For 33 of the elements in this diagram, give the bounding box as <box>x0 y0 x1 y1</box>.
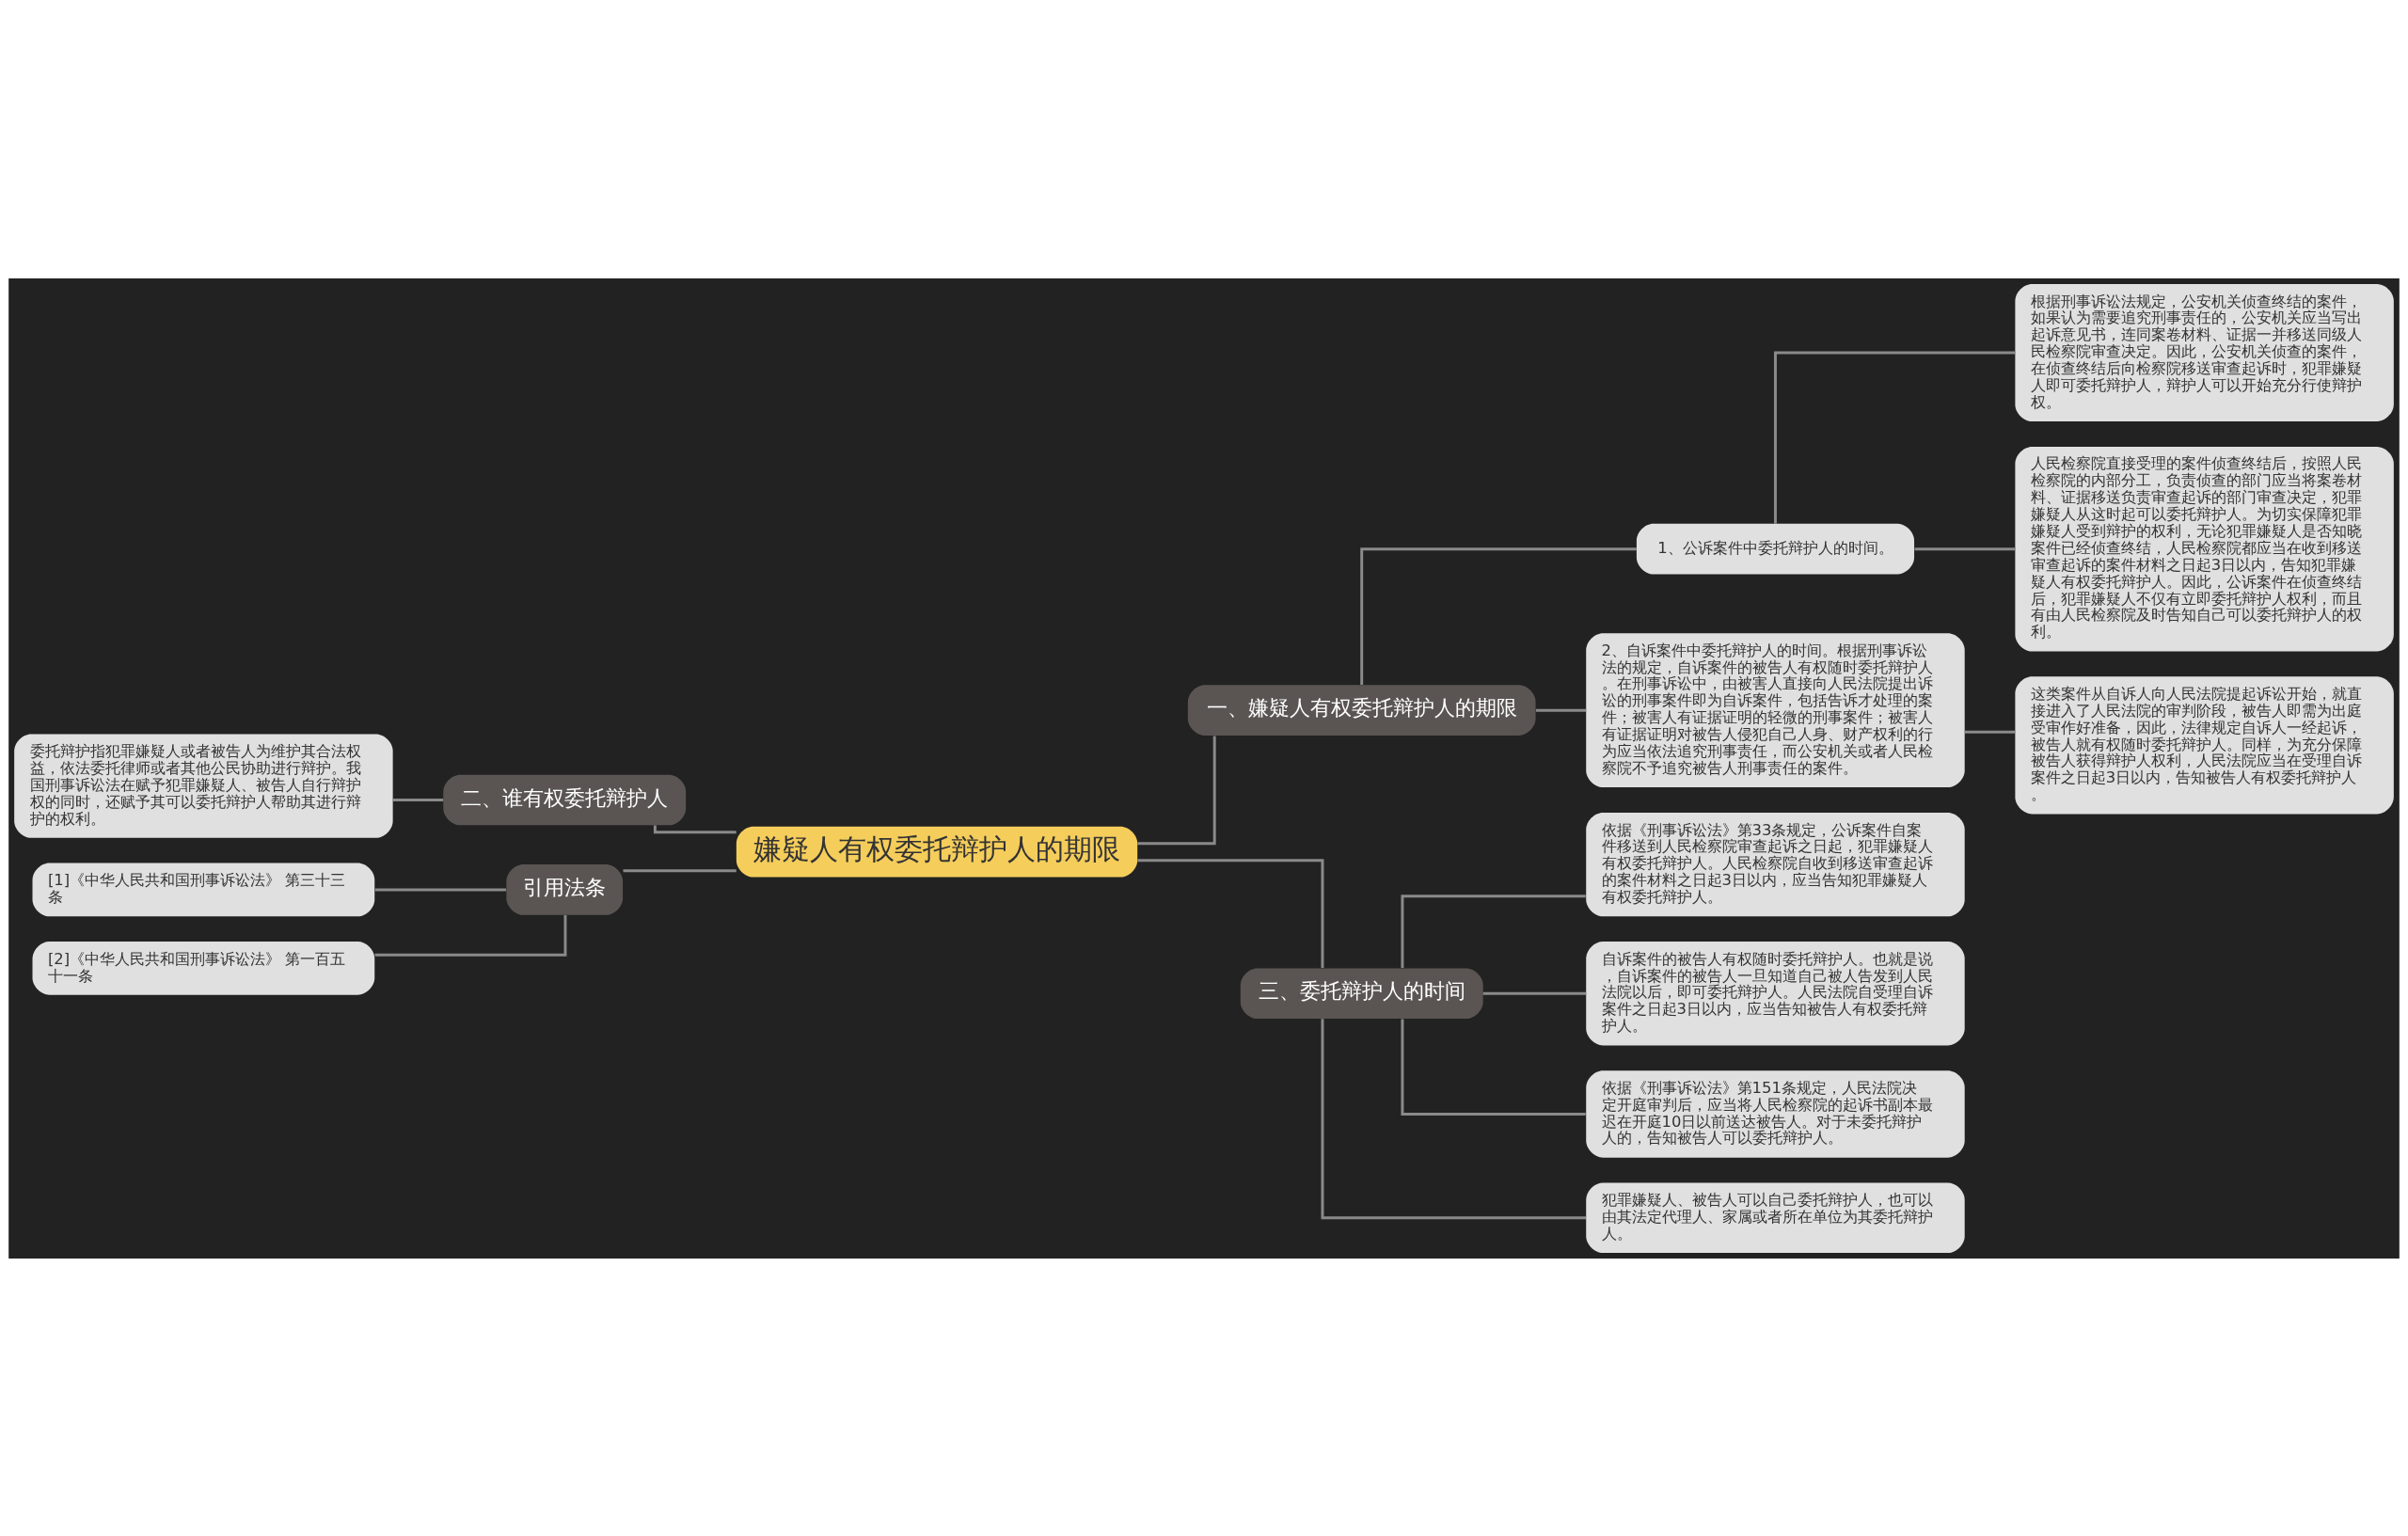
connector <box>1137 858 1324 968</box>
connector <box>1535 708 1587 712</box>
node-box: 一、嫌疑人有权委托辩护人的期限 <box>1187 684 1536 736</box>
node-box: 自诉案件的被告人有权随时委托辩护人。也就是说，自诉案件的被告人一旦知道自己被人告发到人民法院以后，即可委托辩护人。人民法院自受理自诉案件之日起3日以内，应当告知被告人有权委托辩护人。 <box>1586 941 1965 1045</box>
connector <box>374 914 567 957</box>
connector <box>1482 991 1587 995</box>
node-box: 犯罪嫌疑人、被告人可以自己委托辩护人，也可以由其法定代理人、家属或者所在单位为其委托辩护人。 <box>1586 1182 1965 1253</box>
node-box: 二、谁有权委托辩护人 <box>443 774 687 825</box>
connector <box>653 825 737 833</box>
node-box: 1、公诉案件中委托辩护人的时间。 <box>1636 523 1915 575</box>
connector <box>1137 735 1216 845</box>
connector <box>1401 894 1586 968</box>
node-box: 引用法条 <box>506 863 624 915</box>
node-box: 三、委托辩护人的时间 <box>1240 967 1483 1019</box>
node-box: 这类案件从自诉人向人民法院提起诉讼开始，就直接进入了人民法院的审判阶段，被告人即需为出庭受审作好准备，因此，法律规定自诉人一经起诉，被告人就有权随时委托辩护人。同样，为充分保障被告人获得辩护人权利，人民法院应当在受理自诉案件之日起3日以内，告知被告人有权委托辩护人。 <box>2015 675 2394 814</box>
connector <box>1360 546 1637 685</box>
node-box: 嫌疑人有权委托辩护人的期限 <box>736 826 1138 878</box>
connector <box>1773 351 2016 524</box>
connector <box>623 868 737 872</box>
connector <box>1964 730 2016 734</box>
node-box: 委托辩护指犯罪嫌疑人或者被告人为维护其合法权益，依法委托律师或者其他公民协助进行辩护。我国刑事诉讼法在赋予犯罪嫌疑人、被告人自行辩护权的同时，还赋予其可以委托辩护人帮助其进行辩护的权利。 <box>14 734 393 838</box>
connector <box>374 887 506 891</box>
node-box: 人民检察院直接受理的案件侦查终结后，按照人民检察院的内部分工，负责侦查的部门应当将案卷材料、证据移送负责审查起诉的部门审查决定，犯罪嫌疑人从这时起可以委托辩护人。为切实保障犯罪嫌疑人受到辩护的权利，无论犯罪嫌疑人是否知晓案件已经侦查终结，人民检察院都应当在收到移送审查起诉的案件材料之日起3日以内，告知犯罪嫌疑人有权委托辩护人。因此，公诉案件在侦查终结后，犯罪嫌疑人不仅有立即委托辩护人权利，而且有由人民检察院及时告知自己可以委托辩护人的权利。 <box>2015 446 2394 652</box>
connector <box>1321 1018 1587 1219</box>
connector <box>1401 1018 1586 1116</box>
node-box: 依据《刑事诉讼法》第33条规定，公诉案件自案件移送到人民检察院审查起诉之日起，犯罪嫌疑人有权委托辩护人。人民检察院自收到移送审查起诉的案件材料之日起3日以内，应当告知犯罪嫌疑人有权委托辩护人。 <box>1586 812 1965 916</box>
node-box: 依据《刑事诉讼法》第151条规定，人民法院决定开庭审判后，应当将人民检察院的起诉书副本最迟在开庭10日以前送达被告人。对于未委托辩护人的，告知被告人可以委托辩护人。 <box>1586 1069 1965 1158</box>
node-box: 根据刑事诉讼法规定，公安机关侦查终结的案件，如果认为需要追究刑事责任的，公安机关应当写出起诉意见书，连同案卷材料、证据一并移送同级人民检察院审查决定。因此，公安机关侦查的案件，在侦查终结后向检察院移送审查起诉时，犯罪嫌疑人即可委托辩护人，辩护人可以开始充分行使辩护权。 <box>2015 283 2394 421</box>
connector <box>392 798 444 801</box>
node-box: 2、自诉案件中委托辩护人的时间。根据刑事诉讼法的规定，自诉案件的被告人有权随时委托辩护人。在刑事诉讼中，由被害人直接向人民法院提出诉讼的刑事案件即为自诉案件，包括告诉才处理的案件；被害人有证据证明的轻微的刑事案件；被害人有证据证明对被告人侵犯自己人身、财产权利的行为应当依法追究刑事责任，而公安机关或者人民检察院不予追究被告人刑事责任的案件。 <box>1586 632 1965 787</box>
node-box: [2]《中华人民共和国刑事诉讼法》 第一百五十一条 <box>32 941 375 995</box>
connector <box>1914 546 2016 550</box>
node-box: [1]《中华人民共和国刑事诉讼法》 第三十三条 <box>32 863 375 916</box>
